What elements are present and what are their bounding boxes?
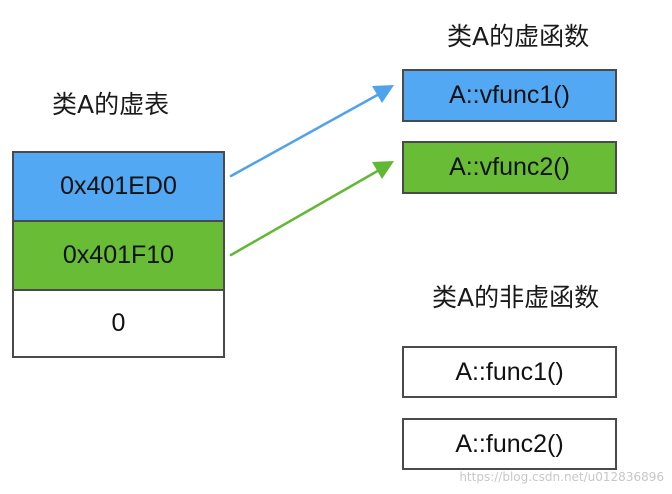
vtable-title: 类A的虚表	[52, 90, 170, 119]
arrow-vfunc1-line	[229, 91, 383, 178]
nonvirtual-function-func2: A::func2()	[402, 418, 617, 470]
arrow-vfunc2-head	[372, 161, 394, 179]
arrow-vfunc2	[229, 161, 394, 257]
vtable-entry-vfunc1-address: 0x401ED0	[12, 151, 225, 222]
nonvirtual-functions-title: 类A的非虚函数	[432, 283, 600, 312]
vtable-entry-vfunc2-address: 0x401F10	[12, 220, 225, 291]
arrow-vfunc2-line	[229, 167, 383, 257]
arrow-vfunc1-head	[372, 85, 394, 103]
nonvirtual-function-func1: A::func1()	[402, 346, 617, 398]
vtable-entry-terminator: 0	[12, 289, 225, 358]
virtual-functions-title: 类A的虚函数	[447, 22, 590, 51]
virtual-function-vfunc2: A::vfunc2()	[402, 141, 617, 194]
arrow-vfunc1	[229, 85, 394, 178]
virtual-function-vfunc1: A::vfunc1()	[402, 69, 617, 122]
watermark: https://blog.csdn.net/u012836896	[459, 470, 664, 484]
